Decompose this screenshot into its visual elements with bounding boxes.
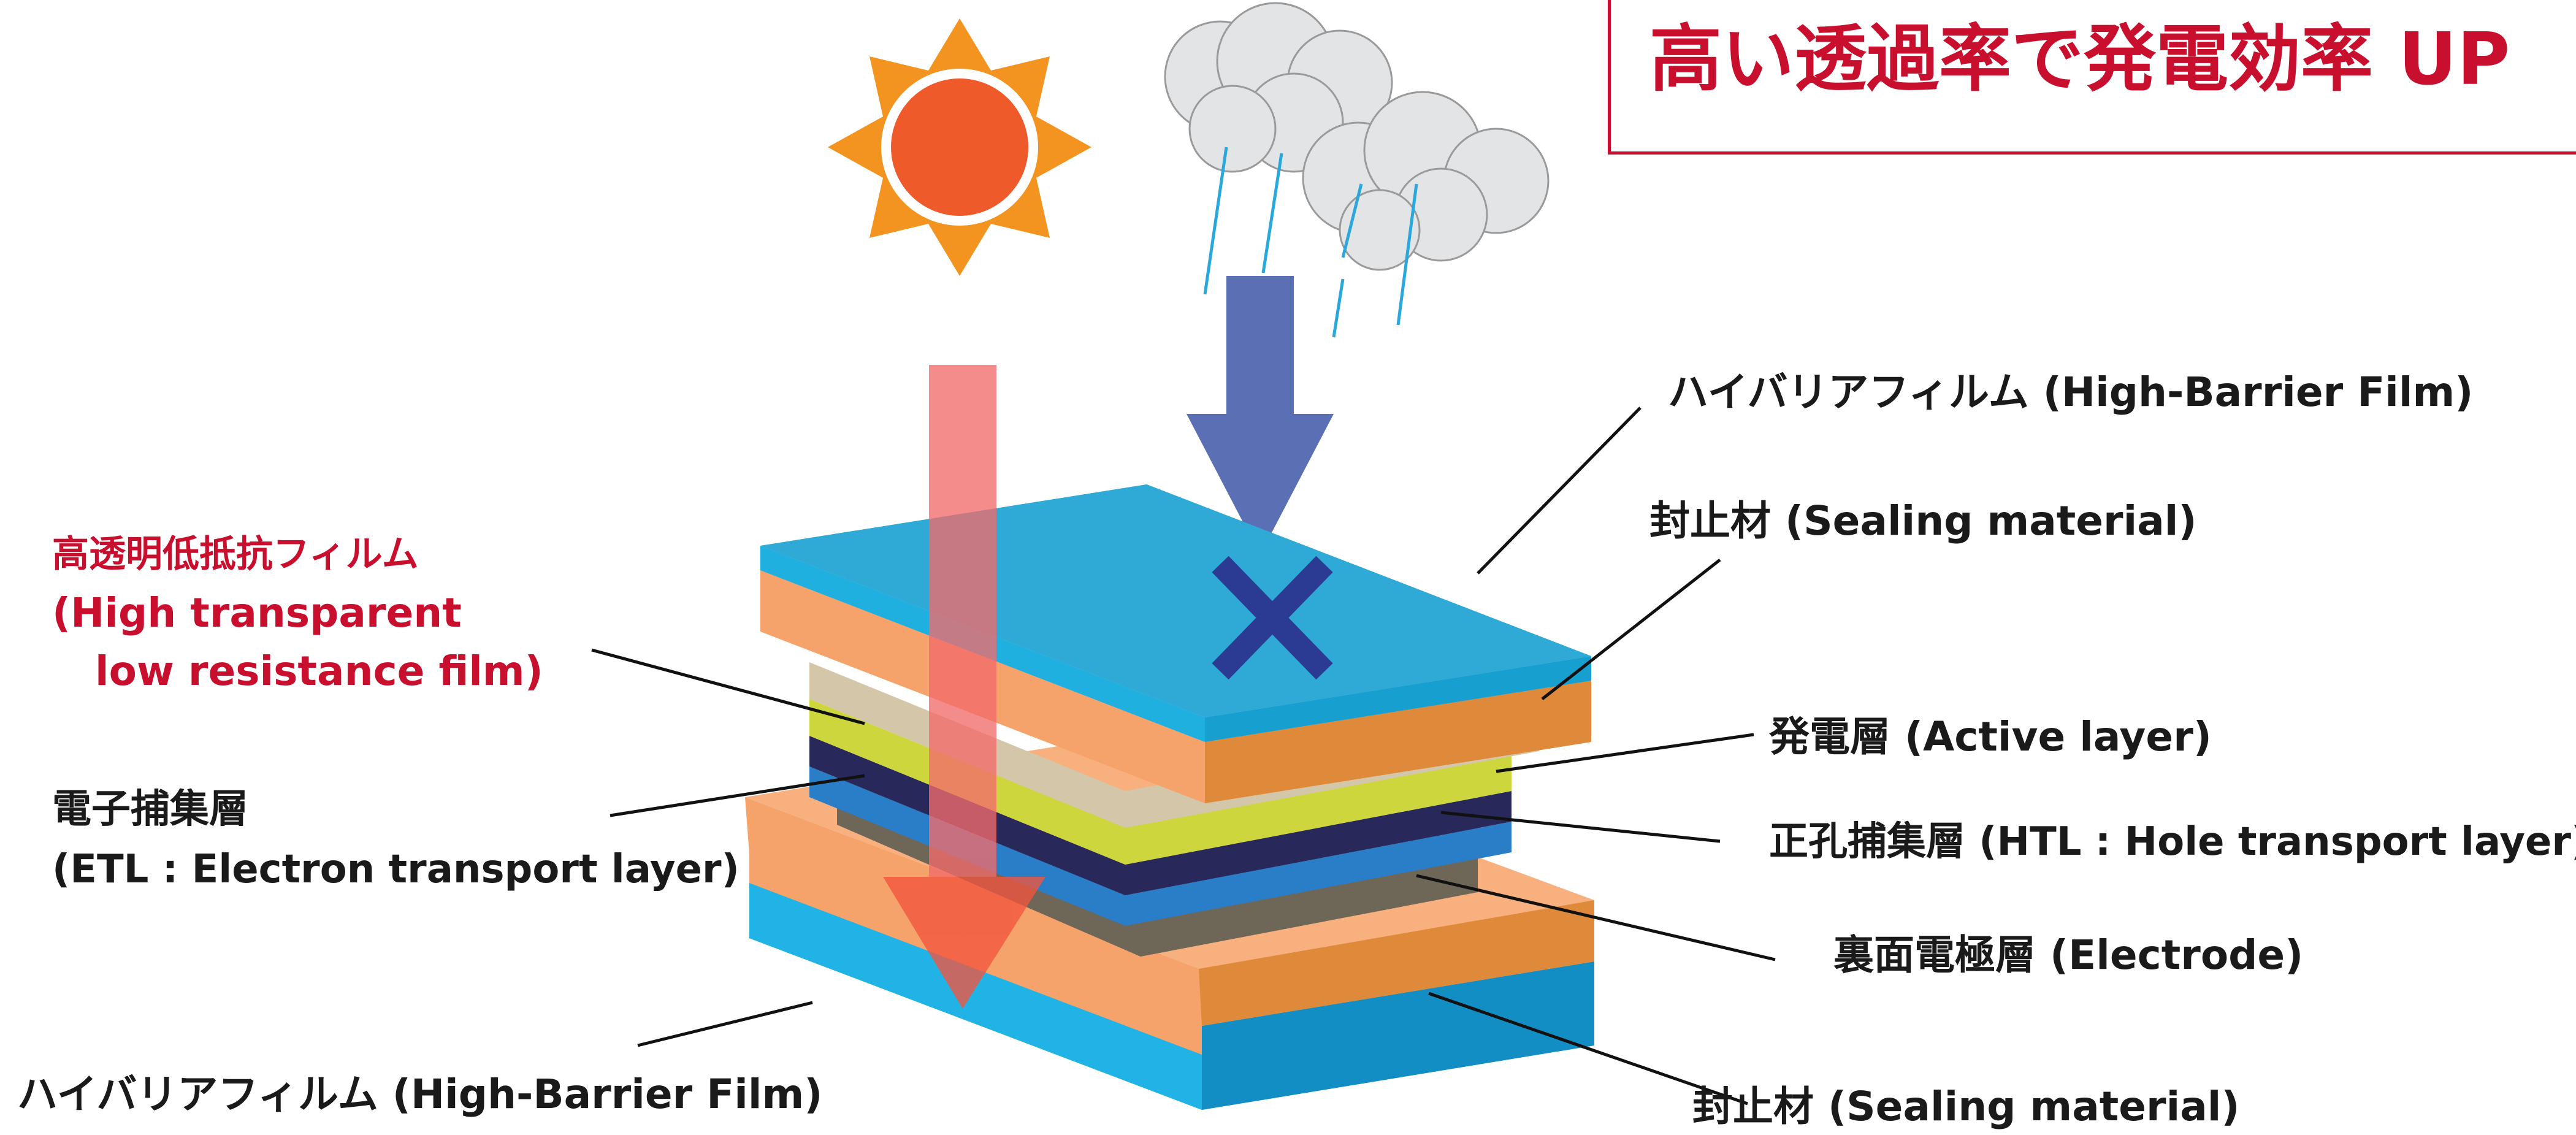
label-etl-en: (ETL : Electron transport layer) xyxy=(52,847,740,892)
leader-lines xyxy=(591,407,1776,1106)
label-electrode: 裏面電極層 (Electrode) xyxy=(1833,931,2304,979)
label-film-en-1: (High transparent xyxy=(52,589,462,636)
label-sealing-top: 封止材 (Sealing material) xyxy=(1649,497,2197,545)
rain-arrow xyxy=(1187,276,1334,555)
sunlight-arrow xyxy=(883,365,1045,1009)
block-cross-icon xyxy=(1212,556,1333,680)
label-barrier-bottom: ハイバリアフィルム (High-Barrier Film) xyxy=(17,1071,823,1118)
headline-frame xyxy=(1608,0,2576,155)
headline: 高い透過率で発電効率 UP xyxy=(1649,17,2510,101)
rain-icon xyxy=(1203,147,1418,338)
label-barrier-top: ハイバリアフィルム (High-Barrier Film) xyxy=(1668,369,2474,416)
label-film-jp: 高透明低抵抗フィルム xyxy=(52,533,419,576)
layer-sealing-top xyxy=(760,570,1591,803)
cloud-icon xyxy=(1164,2,1550,271)
layer-electrode xyxy=(837,757,1478,957)
label-htl: 正孔捕集層 (HTL : Hole transport layer) xyxy=(1769,819,2576,865)
label-active-layer: 発電層 (Active layer) xyxy=(1769,713,2212,760)
layer-etl xyxy=(809,699,1512,865)
sun-icon xyxy=(828,18,1091,276)
label-film-en-2: low resistance film) xyxy=(95,648,543,695)
label-etl-jp: 電子捕集層 xyxy=(52,787,248,832)
label-sealing-bottom: 封止材 (Sealing material) xyxy=(1692,1083,2240,1130)
